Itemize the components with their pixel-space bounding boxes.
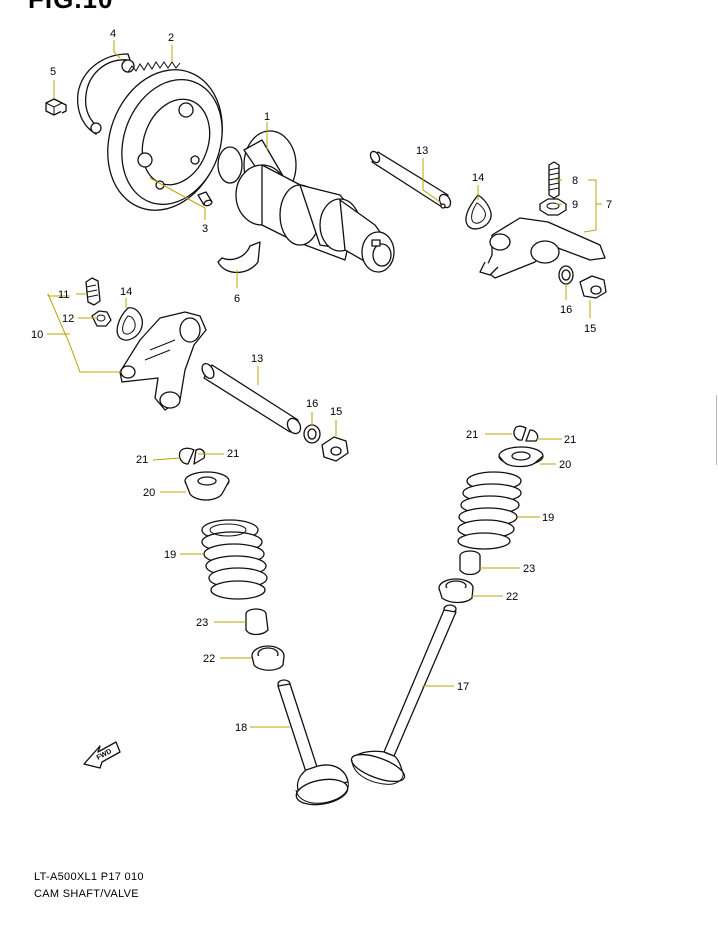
- callout-13-upper: 13: [416, 145, 428, 157]
- part-spring-seat-22-right: [438, 578, 474, 604]
- part-rocker-shaft-13-lower: [201, 362, 302, 435]
- part-pin-3: [197, 191, 213, 207]
- callout-23-right: 23: [523, 563, 535, 575]
- footer-model-code: LT-A500XL1 P17 010: [34, 871, 144, 883]
- callout-19-right: 19: [542, 512, 554, 524]
- callout-14-lower: 14: [120, 286, 132, 298]
- callout-9: 9: [572, 199, 578, 211]
- part-cotter-21-right: [513, 425, 539, 442]
- part-stem-seal-23-left: [245, 608, 269, 636]
- callout-14-upper: 14: [472, 172, 484, 184]
- callout-15-upper: 15: [584, 323, 596, 335]
- part-retainer-4: [76, 53, 135, 135]
- part-cotter-21-left: [178, 447, 206, 465]
- part-plug-15-upper: [579, 275, 607, 299]
- part-lock-nut-9: [539, 198, 567, 216]
- part-lock-nut-12: [91, 310, 112, 327]
- part-bolt-5: [45, 98, 67, 116]
- part-spring-19-left: [201, 519, 268, 600]
- callout-4: 4: [110, 28, 116, 40]
- part-retainer-20-right: [498, 446, 544, 468]
- callout-6: 6: [234, 293, 240, 305]
- part-spring-19-right: [457, 471, 522, 550]
- callout-3: 3: [202, 223, 208, 235]
- callout-15-lower: 15: [330, 406, 342, 418]
- part-rocker-arm-7: [479, 217, 606, 279]
- callout-8: 8: [572, 175, 578, 187]
- part-intake-valve-17: [350, 604, 457, 785]
- callout-19-left: 19: [164, 549, 176, 561]
- part-stem-seal-23-right: [459, 550, 481, 576]
- part-rocker-shaft-13-upper: [369, 150, 452, 209]
- callout-labels: 1 2 3 4 5 6 7 8 9 10 11 12 13 13 14 14 1…: [31, 28, 612, 734]
- part-spring-seat-22-left: [251, 645, 285, 671]
- callout-23-left: 23: [196, 617, 208, 629]
- leader-lines: [47, 40, 602, 728]
- callout-13-lower: 13: [251, 353, 263, 365]
- callout-21-right-b: 21: [564, 434, 576, 446]
- part-retainer-6: [217, 241, 261, 274]
- callout-11: 11: [58, 289, 69, 301]
- fwd-direction-arrow-icon: FWD: [83, 741, 121, 769]
- callout-17: 17: [457, 681, 469, 693]
- part-camshaft-1: [217, 130, 395, 273]
- callout-5: 5: [50, 66, 56, 78]
- callout-21-left-b: 21: [227, 448, 239, 460]
- callout-22-right: 22: [506, 591, 518, 603]
- callout-20-left: 20: [143, 487, 155, 499]
- callout-21-left-a: 21: [136, 454, 148, 466]
- part-wave-washer-14-upper: [465, 194, 492, 230]
- figure-title: FIG.10: [28, 0, 113, 15]
- part-gasket-16-lower: [303, 424, 321, 444]
- part-cam-sprocket-2: [107, 61, 223, 211]
- part-exhaust-valve-18: [277, 679, 349, 806]
- callout-21-right-a: 21: [466, 429, 478, 441]
- callout-16-upper: 16: [560, 304, 572, 316]
- part-adjust-screw-11: [85, 277, 101, 306]
- callout-12: 12: [62, 313, 74, 325]
- callout-10: 10: [31, 329, 43, 341]
- callout-1: 1: [264, 111, 270, 123]
- footer-section-title: CAM SHAFT/VALVE: [34, 888, 139, 900]
- callout-2: 2: [168, 32, 174, 44]
- callout-16-lower: 16: [306, 398, 318, 410]
- callout-20-right: 20: [559, 459, 571, 471]
- part-plug-15-lower: [321, 436, 349, 462]
- callout-18: 18: [235, 722, 247, 734]
- callout-22-left: 22: [203, 653, 215, 665]
- part-rocker-arm-10: [119, 311, 207, 411]
- page-edge-mark: [716, 395, 717, 465]
- part-wave-washer-14-lower: [116, 307, 143, 341]
- callout-7: 7: [606, 199, 612, 211]
- part-gasket-16-upper: [558, 265, 574, 285]
- part-adjust-screw-8: [548, 161, 560, 199]
- part-retainer-20-left: [184, 471, 230, 501]
